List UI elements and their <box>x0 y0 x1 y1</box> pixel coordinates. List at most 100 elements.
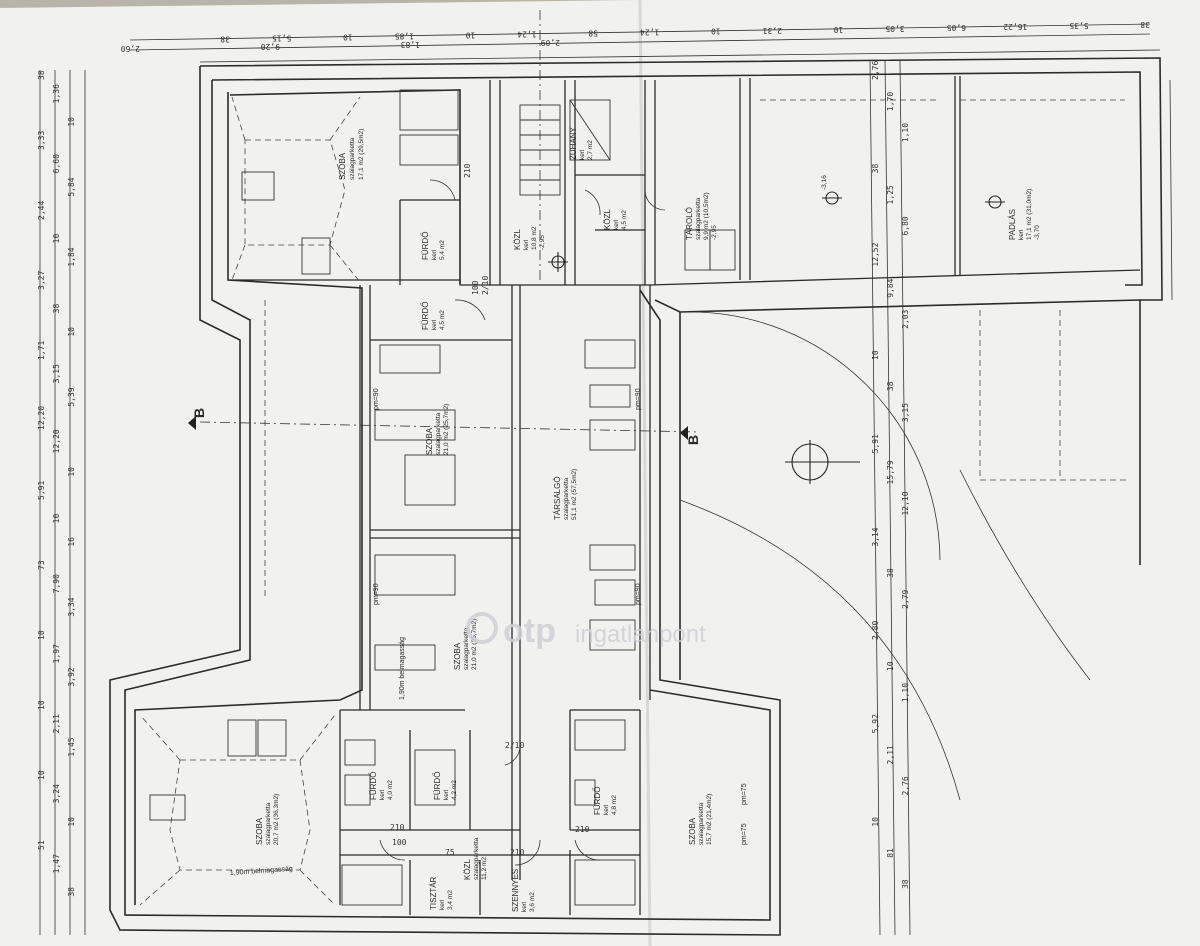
room-tisztar-area: 3,4 m2 <box>447 890 454 910</box>
room-szoba-nw-area: 17,1 m2 (29,5m2) <box>358 129 365 180</box>
room-kozl-1-finish: kerl <box>523 239 530 250</box>
left-dimension-33: 51 <box>37 840 46 850</box>
section-mark-left: B <box>191 408 207 418</box>
pm-note-5: pm=75 <box>741 783 748 805</box>
left-dimension-30: 10 <box>37 770 46 780</box>
right-dimension-14: 12,10 <box>901 491 910 515</box>
left-dimension-1: 1,36 <box>52 84 61 103</box>
roof-slope-lines <box>139 96 1130 906</box>
room-szoba-nw-finish: szalagparketta <box>349 137 356 180</box>
room-szoba-sw-finish: szalagparketta <box>265 802 272 845</box>
ceiling-height-note-1: 1,90m belmagasság <box>230 866 293 877</box>
room-kozl-2-finish: kerl <box>613 219 620 230</box>
left-dimension-14: 5,39 <box>67 387 76 406</box>
left-dimension-16: 12,20 <box>52 429 61 453</box>
left-dimension-20: 16 <box>67 537 76 547</box>
room-tarolo-finish: szalagparketta <box>695 197 702 240</box>
left-dimension-8: 1,84 <box>67 247 76 266</box>
top-dimension-12: 6,05 <box>947 23 966 32</box>
room-furdo-3-finish: kerl <box>379 789 386 800</box>
right-dimension-5: 6,80 <box>901 216 910 235</box>
left-dimension-32: 10 <box>67 817 76 827</box>
right-dimension-4: 1,25 <box>886 185 895 204</box>
top-dimension-2-2: 1,83 <box>401 40 420 49</box>
watermark-brand: otp <box>503 612 556 650</box>
top-dimension-15: 38 <box>1140 20 1150 29</box>
padlas-level-mark: -3,16 <box>821 175 828 190</box>
top-dimension-13: 16,22 <box>1003 22 1027 31</box>
room-szennyes-area: 3,6 m2 <box>529 892 536 912</box>
right-dimension-10: 38 <box>886 381 895 391</box>
left-dimension-28: 2,11 <box>52 714 61 733</box>
right-dimension-24: 10 <box>871 817 880 827</box>
left-dimension-6: 2,44 <box>37 201 46 220</box>
top-dimension-7: 1,24 <box>640 28 659 37</box>
right-dimension-20: 1,10 <box>901 683 910 702</box>
room-furdo-2-finish: kerl <box>431 319 438 330</box>
paper-fold <box>638 0 652 946</box>
right-dimension-3: 38 <box>871 164 880 174</box>
door-label-5: 100 <box>392 838 407 847</box>
top-dimension-6: 58 <box>588 29 598 38</box>
room-zuhany-finish: kerl <box>579 149 586 160</box>
room-furdo-4-area: 4,2 m2 <box>451 780 458 800</box>
room-padlas-level: -3,70 <box>1034 225 1041 240</box>
room-szoba-sw-area: 20,7 m2 (36,3m2) <box>273 794 280 845</box>
pm-note-4: pm=90 <box>635 583 642 605</box>
top-dimension-4: 10 <box>466 31 476 40</box>
left-dimension-10: 38 <box>52 304 61 314</box>
top-dimension-8: 10 <box>711 27 721 36</box>
right-dimension-8: 2,03 <box>901 309 910 328</box>
top-dimension-5: 1,24 <box>517 30 536 39</box>
right-dimension-18: 2,80 <box>871 621 880 640</box>
door-label-4: 210 <box>390 823 405 832</box>
room-kozl-3-name: KÖZL <box>463 859 472 880</box>
left-dimension-21: 73 <box>37 560 46 570</box>
pm-note-3: pm=90 <box>373 583 380 605</box>
room-furdo-2-area: 4,5 m2 <box>439 310 446 330</box>
watermark-product: ingatlanpont <box>575 621 706 648</box>
left-dimension-24: 10 <box>37 630 46 640</box>
left-dimension-9: 3,27 <box>37 271 46 290</box>
right-dimension-21: 5,92 <box>871 714 880 733</box>
top-dimension-2-3: 2,09 <box>541 38 560 47</box>
right-dimension-0: 2,76 <box>871 61 880 80</box>
left-dimension-19: 10 <box>52 514 61 524</box>
right-dimension-16: 38 <box>886 568 895 578</box>
left-dimension-31: 3,24 <box>52 784 61 803</box>
room-tarolo-area: 9,9 m2 (10,5m2) <box>703 192 710 240</box>
left-dimension-4: 6,60 <box>52 154 61 173</box>
top-dimension-1: 5,15 <box>272 33 291 42</box>
room-furdo-3-name: FÜRDŐ <box>369 772 378 800</box>
pm-note-2: pm=90 <box>635 388 642 410</box>
room-szoba-se-area: 15,7 m2 (21,4m2) <box>706 794 713 845</box>
left-dimension-26: 3,92 <box>67 667 76 686</box>
door-label-9: 2/10 <box>505 741 524 750</box>
left-dimension-34: 1,47 <box>52 854 61 873</box>
left-dimension-13: 3,15 <box>52 364 61 383</box>
room-furdo-5-finish: kerl <box>603 804 610 815</box>
right-dimension-13: 15,79 <box>886 460 895 484</box>
room-furdo-1-name: FÜRDŐ <box>421 232 430 260</box>
left-dimension-0: 38 <box>37 70 46 80</box>
room-furdo-5-name: FÜRDŐ <box>593 787 602 815</box>
interior-walls <box>230 76 1141 915</box>
room-furdo-4-name: FÜRDŐ <box>433 772 442 800</box>
right-dimension-6: 12,52 <box>871 242 880 266</box>
level-markers <box>548 191 1005 484</box>
room-padlas-finish: kerl <box>1018 229 1025 240</box>
room-szoba-lower-finish: szalagparketta <box>463 627 470 670</box>
top-dimension-2-1: 9,20 <box>261 42 280 51</box>
top-dimension-10: 10 <box>834 25 844 34</box>
room-szennyes-name: SZENNYES <box>511 869 520 912</box>
right-dimension-23: 2,76 <box>901 776 910 795</box>
left-dimension-labels: 381,36103,336,605,842,44101,843,2738101,… <box>37 70 76 896</box>
section-line <box>199 10 701 433</box>
door-label-3: 2/10 <box>481 276 490 295</box>
room-furdo-2-name: FÜRDŐ <box>421 302 430 330</box>
left-dimension-18: 5,91 <box>37 481 46 500</box>
room-szoba-mid-name: SZOBA <box>425 427 434 455</box>
left-dimension-29: 1,45 <box>67 737 76 756</box>
